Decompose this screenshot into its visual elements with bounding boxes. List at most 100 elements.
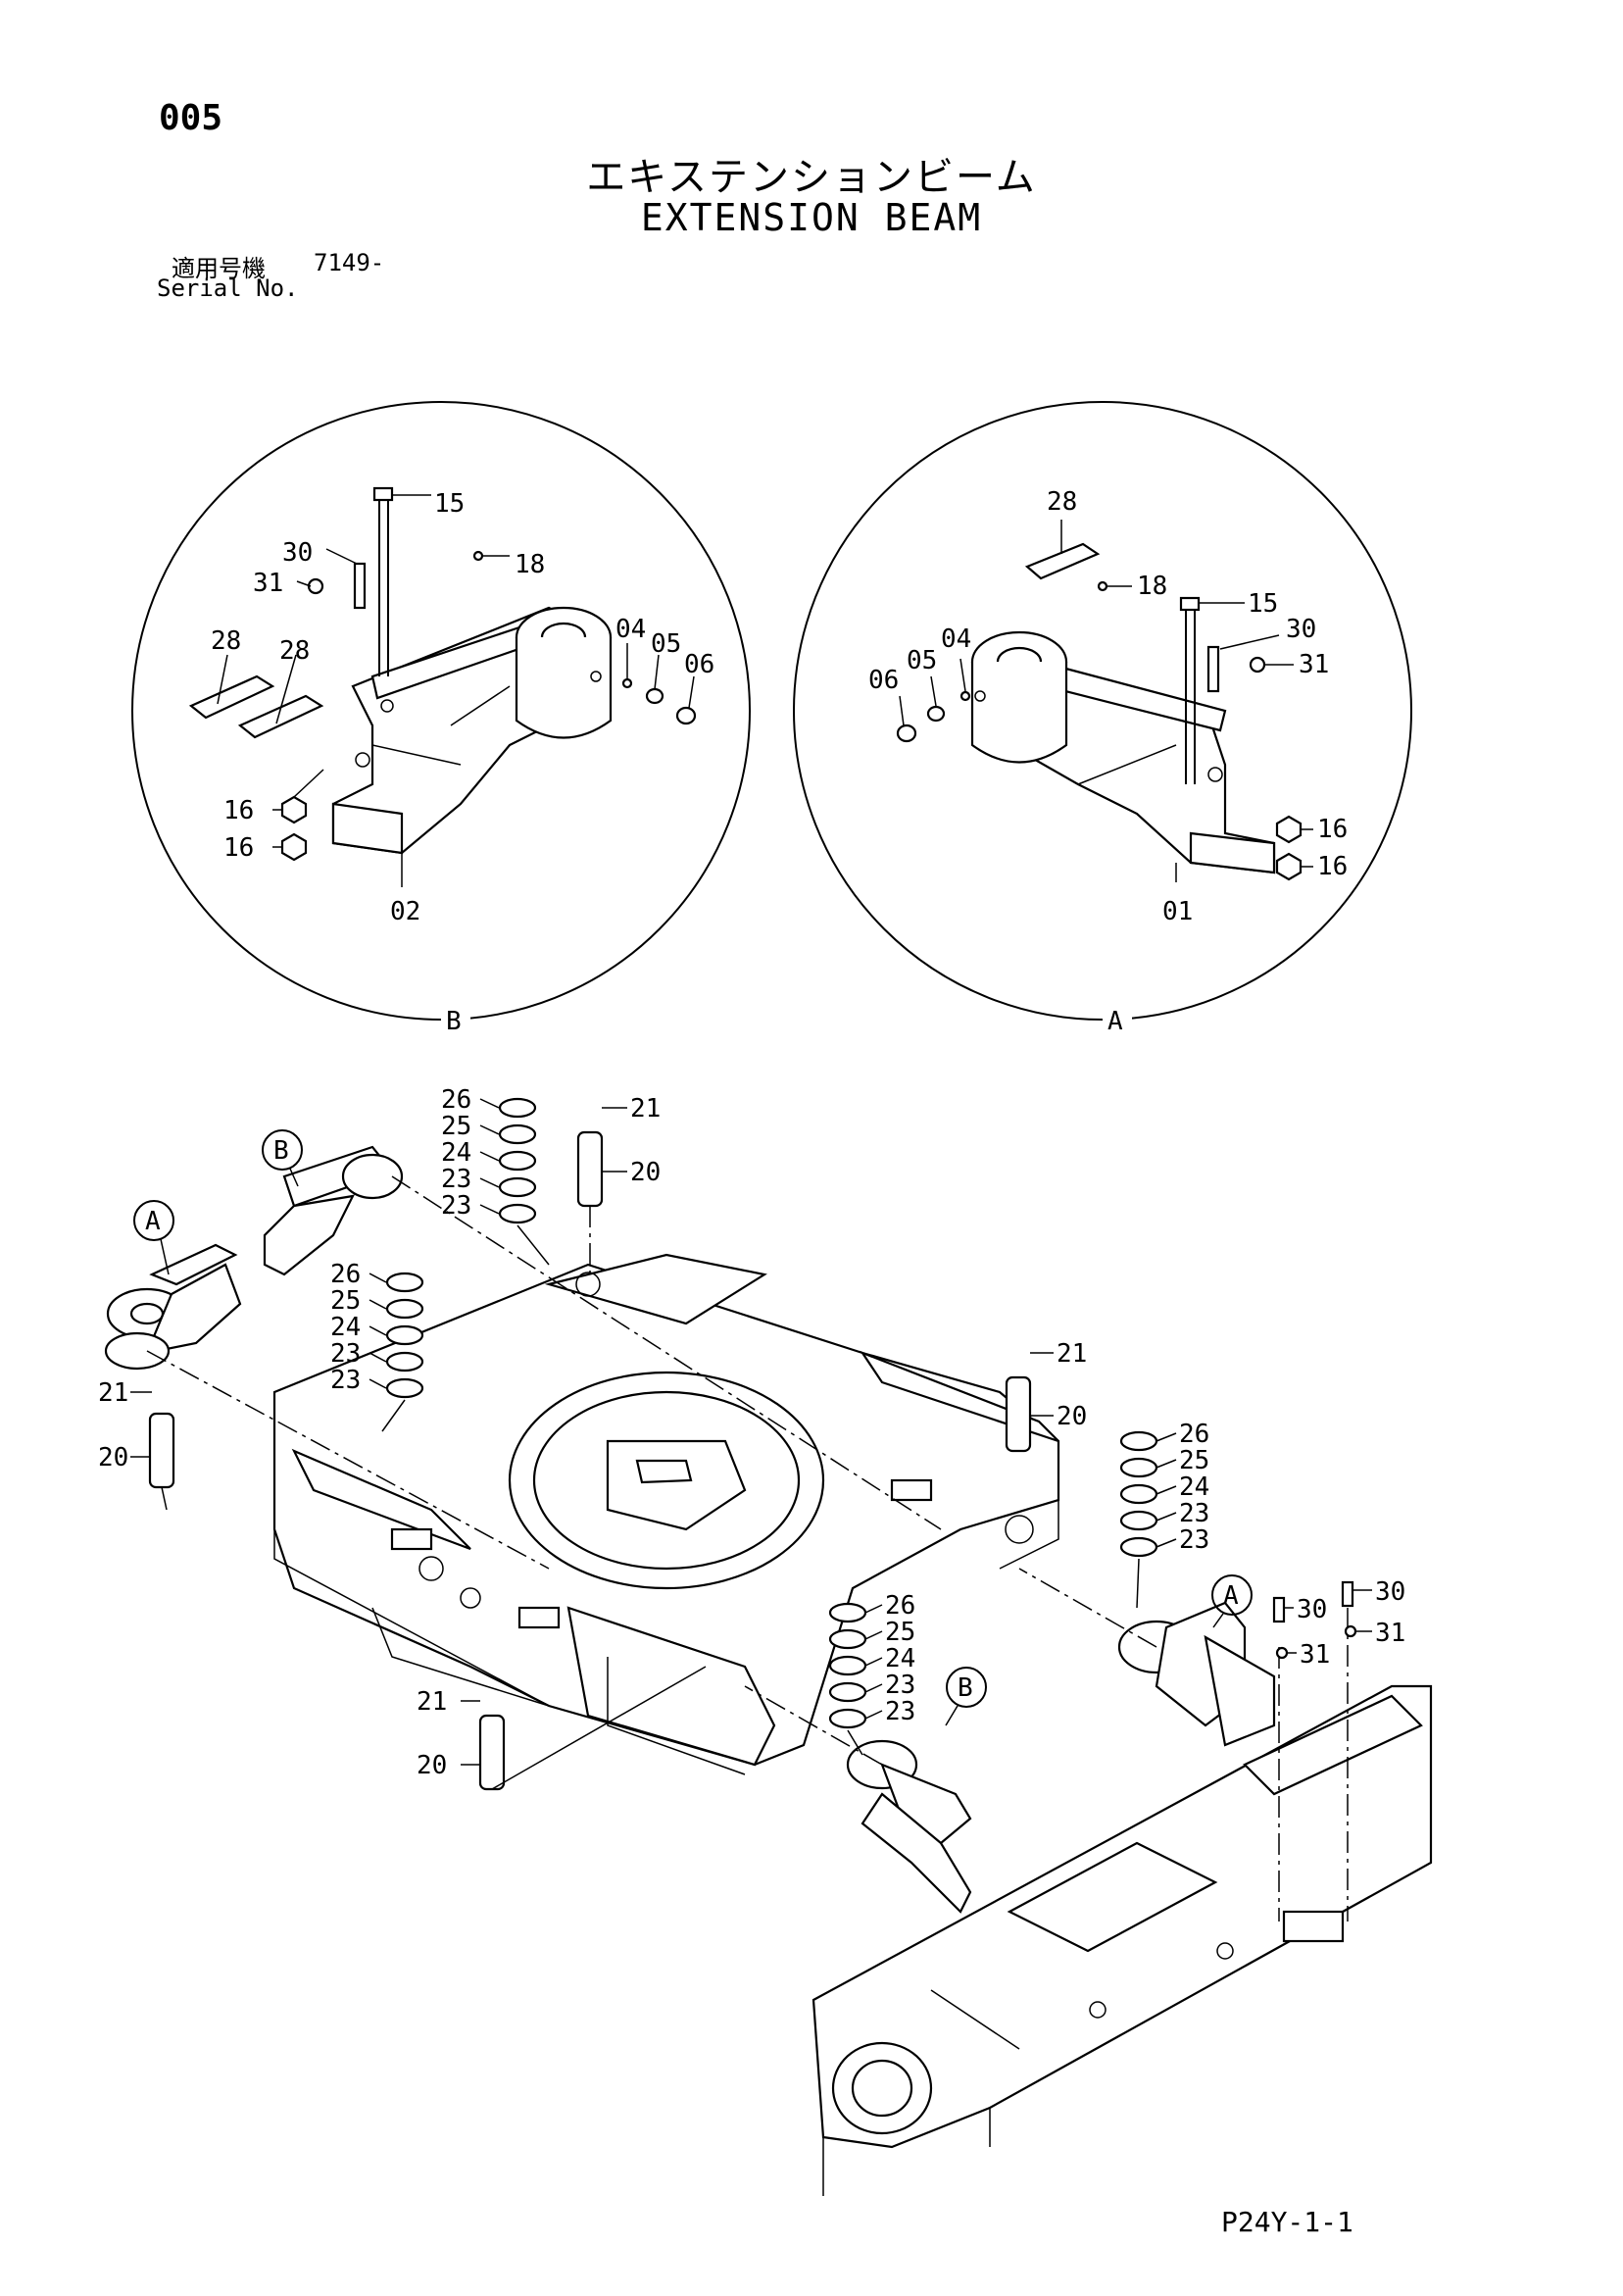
part-label: 23 [885,1671,915,1700]
part-label: 05 [651,629,681,659]
pin-30b-drawing [1341,1580,1354,1608]
callout-label: B [958,1673,973,1703]
part-label: 20 [630,1158,661,1187]
detail-view-a: A [793,401,1412,1036]
main-frame-drawing [272,1253,1060,1775]
view-label-a: A [1107,1007,1123,1036]
part-label: 23 [885,1697,915,1726]
part-label: 25 [441,1112,471,1141]
part-label: 21 [98,1378,128,1408]
callout-b-left [262,1129,303,1171]
cap-06-drawing [675,706,697,725]
part-label: 24 [1179,1472,1209,1502]
part-label: 24 [885,1644,915,1673]
fitting-04-drawing [621,677,633,689]
part-label: 31 [1300,1640,1330,1670]
part-label: 24 [330,1313,361,1342]
part-label: 26 [441,1085,471,1115]
part-label: 18 [1137,572,1167,601]
extension-beam-a-left [104,1243,242,1371]
part-label: 31 [1299,650,1329,679]
washer-05-drawing [645,687,664,705]
part-label: 31 [253,569,283,598]
part-label: 23 [1179,1499,1209,1528]
part-label: 23 [330,1366,361,1395]
part-label: 01 [1162,897,1193,926]
part-label: 25 [330,1286,361,1316]
callout-label: A [1223,1581,1239,1611]
part-label: 23 [330,1339,361,1369]
part-label: 21 [1057,1339,1087,1369]
callout-label: A [145,1207,161,1236]
extension-beam-b-right [846,1739,972,1914]
part-label: 04 [941,624,971,654]
part-label: 24 [441,1138,471,1168]
part-label: 26 [330,1260,361,1289]
part-label: 20 [1057,1402,1087,1431]
part-label: 16 [1317,852,1348,881]
pin-20-drawings [148,1130,1032,1791]
part-label: 16 [223,796,254,825]
page-number: 005 [159,98,223,138]
title-english: EXTENSION BEAM [640,196,983,239]
title-japanese: エキステンションビーム [586,155,1037,200]
extension-beam-b-left [263,1145,404,1276]
part-label: 06 [684,650,714,679]
part-label: 25 [885,1618,915,1647]
clip-31-drawing [1275,1646,1289,1660]
part-label: 30 [1286,615,1316,644]
part-label: 02 [390,897,420,926]
bolt-15-drawing [1179,596,1201,784]
plate-28-drawing [188,674,324,739]
assembly-drawing: A B A B 26 25 24 23 23 21 20 26 25 24 23… [98,1085,1433,2196]
part-label: 23 [441,1191,471,1221]
part-label: 15 [434,489,465,519]
bracket-01-drawing [970,630,1276,874]
plate-28-drawing [1024,542,1101,580]
clip-31b-drawing [1344,1624,1357,1638]
callout-label: B [273,1136,289,1166]
part-label: 20 [417,1751,447,1780]
callout-a-left [133,1200,174,1241]
part-label: 25 [1179,1446,1209,1475]
cap-06-drawing [896,724,917,743]
washer-05-drawing [926,705,946,723]
part-label: 16 [223,833,254,863]
detail-view-b: B [131,401,751,1036]
part-label: 15 [1248,589,1278,619]
nut-16-drawing [1275,815,1303,844]
part-label: 26 [885,1591,915,1621]
part-label: 23 [441,1165,471,1194]
serial-number: 7149- [314,249,385,276]
clip-31-drawing [1249,656,1266,674]
grease-fitting-18-drawing [472,550,484,562]
part-label: 18 [515,550,545,579]
shim-stacks [385,1097,1158,1729]
extension-beam-a-right [1117,1601,1276,1747]
bracket-02-drawing [331,606,613,855]
part-label: 06 [868,666,899,695]
clip-31-drawing [307,577,324,595]
bolt-15-drawing [372,486,394,676]
nut-16b-drawing [1275,852,1303,881]
serial-label-japanese: 適用号機 [172,255,266,282]
part-label: 05 [907,646,937,675]
view-label-b: B [446,1007,462,1036]
part-label: 31 [1375,1619,1405,1648]
part-label: 21 [630,1094,661,1123]
fitting-04-drawing [959,690,971,702]
nut-16b-drawing [280,832,308,862]
track-frame-drawing [812,1684,1433,2196]
part-label: 28 [211,626,241,656]
part-label: 30 [282,538,313,568]
part-label: 21 [417,1687,447,1717]
serial-label-english: Serial No. [157,275,299,302]
part-label: 30 [1375,1577,1405,1607]
nut-16-drawing [280,795,308,824]
callout-a-right [1211,1574,1253,1616]
part-label: 23 [1179,1525,1209,1555]
footer-code: P24Y-1-1 [1221,2206,1353,2238]
part-label: 30 [1297,1595,1327,1624]
part-label: 28 [1047,487,1077,517]
